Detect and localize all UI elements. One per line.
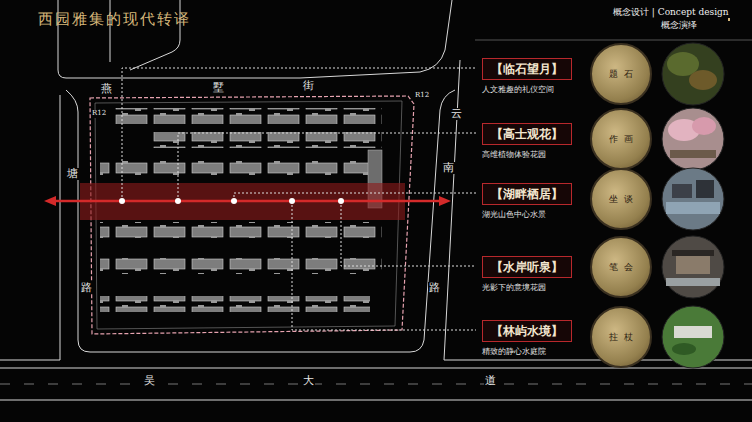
node-dot — [175, 198, 181, 204]
circle-label: 笔会 — [603, 261, 639, 274]
photo-circle — [662, 168, 724, 230]
concept-box: 【水岸听泉】光影下的意境花园 — [482, 256, 572, 293]
page-title: 西园雅集的现代转译 — [38, 10, 191, 29]
building-row — [112, 108, 382, 124]
road-edge — [475, 40, 752, 41]
photo-building — [696, 180, 714, 198]
road-label: 路 — [428, 282, 441, 294]
axis-dots — [119, 198, 344, 204]
road-label: R12 — [414, 92, 430, 100]
road-edge — [0, 368, 752, 369]
concept-subtitle: 高维植物体验花园 — [482, 149, 572, 160]
photo-circle — [662, 43, 724, 105]
axis-line — [52, 200, 443, 203]
road-label: 路 — [80, 282, 93, 294]
photo-circles — [662, 43, 724, 368]
photo-circle — [662, 306, 724, 368]
photo-blossom — [692, 117, 716, 135]
circle-label: 题石 — [603, 68, 639, 81]
road-markings — [0, 384, 752, 385]
road-edge — [110, 0, 111, 62]
arrow-head — [44, 196, 56, 206]
photo-tree — [689, 70, 717, 90]
photo-water — [666, 202, 720, 214]
road-label: 大 — [302, 375, 315, 387]
concept-subtitle: 光影下的意境花园 — [482, 282, 572, 293]
concept-heading: 【湖畔栖居】 — [482, 183, 572, 205]
concept-box: 【高士观花】高维植物体验花园 — [482, 123, 572, 160]
road-label: 塘 — [66, 168, 79, 180]
photo-pavilion — [676, 256, 710, 274]
concept-box: 【临石望月】人文雅趣的礼仪空间 — [482, 58, 572, 95]
road-label: 道 — [484, 375, 497, 387]
road-label: 墅 — [212, 82, 225, 94]
road-edge — [0, 400, 752, 401]
photo-ground — [670, 150, 716, 158]
leader-line — [178, 133, 476, 201]
building-row — [100, 160, 382, 176]
node-dot — [338, 198, 344, 204]
circle-label: 坐谈 — [603, 193, 639, 206]
painting-circle: 坐谈 — [590, 168, 652, 230]
concept-box: 【林屿水境】精致的静心水庭院 — [482, 320, 572, 357]
concept-subtitle: 人文雅趣的礼仪空间 — [482, 84, 572, 95]
lane-mark — [0, 384, 752, 385]
concept-subtitle: 精致的静心水庭院 — [482, 346, 572, 357]
concept-heading: 【水岸听泉】 — [482, 256, 572, 278]
road-label: 云 — [450, 108, 463, 120]
road-label: 吴 — [143, 375, 156, 387]
leader-lines — [122, 68, 476, 330]
concept-box: 【湖畔栖居】湖光山色中心水景 — [482, 183, 572, 220]
photo-shrub — [672, 343, 696, 355]
axis-arrow — [44, 196, 451, 206]
road-edge — [0, 95, 60, 360]
leader-line — [122, 68, 476, 201]
photo-roof — [672, 250, 714, 256]
leader-line — [292, 201, 476, 330]
node-dot — [231, 198, 237, 204]
painting-circle: 作画 — [590, 108, 652, 170]
leader-line — [341, 201, 476, 266]
header-label: 概念设计 | Concept design — [612, 8, 730, 18]
building-row — [100, 296, 370, 312]
node-dot — [119, 198, 125, 204]
arrow-head — [439, 196, 451, 206]
painting-circle: 笔会 — [590, 236, 652, 298]
road-label: 燕 — [100, 83, 113, 95]
photo-path — [674, 326, 712, 338]
photo-circle — [662, 236, 724, 298]
header-label: 概念演绎 — [660, 21, 698, 31]
photo-circle — [662, 108, 724, 170]
building-row — [150, 132, 382, 148]
road-label: R12 — [91, 110, 107, 118]
building-row — [100, 258, 382, 274]
road-edge — [66, 90, 455, 352]
concept-subtitle: 湖光山色中心水景 — [482, 209, 572, 220]
circle-label: 作画 — [603, 133, 639, 146]
photo-building — [672, 184, 692, 198]
concept-heading: 【临石望月】 — [482, 58, 572, 80]
road-label: 街 — [302, 80, 315, 92]
concept-heading: 【高士观花】 — [482, 123, 572, 145]
node-dot — [289, 198, 295, 204]
roads — [0, 0, 752, 400]
circle-label: 拄杖 — [603, 331, 639, 344]
photo-water — [666, 278, 720, 286]
concept-heading: 【林屿水境】 — [482, 320, 572, 342]
road-label: 南 — [442, 162, 455, 174]
painting-circle: 题石 — [590, 43, 652, 105]
building-row — [100, 222, 382, 238]
leader-line — [234, 193, 476, 201]
painting-circle: 拄杖 — [590, 306, 652, 368]
